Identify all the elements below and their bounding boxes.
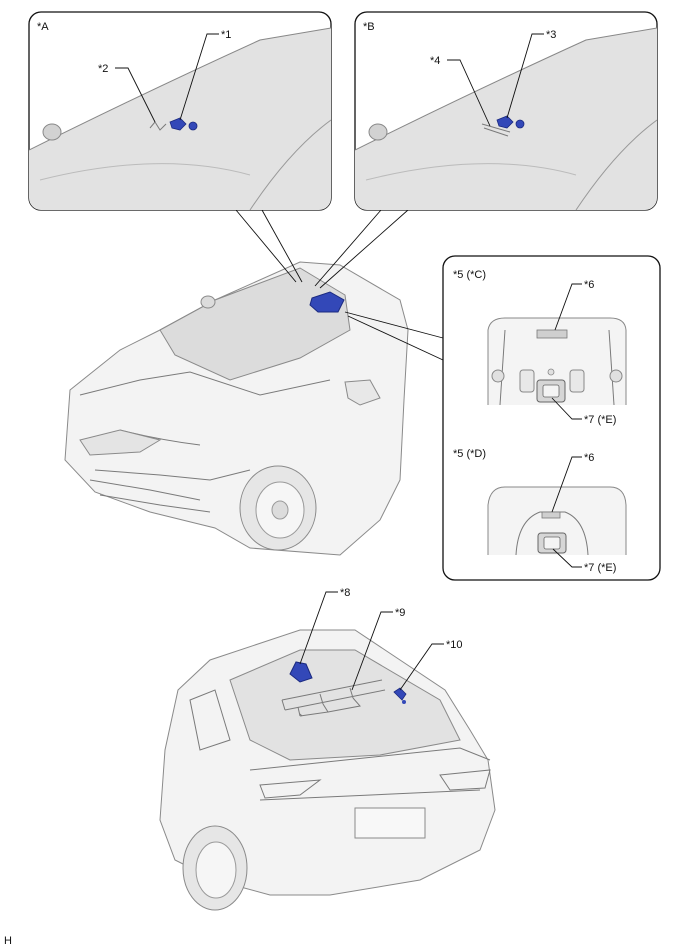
front-vehicle-illustration <box>64 261 409 556</box>
callout-7-top: *7 (*E) <box>584 414 616 426</box>
rain-sensor-highlight <box>309 291 345 313</box>
windshield <box>159 267 351 381</box>
headlight <box>79 429 162 456</box>
callout-6-top: *6 <box>584 279 594 291</box>
rear-vehicle-illustration <box>159 629 496 911</box>
inset-a-pointer-right <box>235 209 297 283</box>
callout-1: *1 <box>221 29 231 41</box>
inset-b-pointer-left <box>314 209 382 287</box>
rear-window <box>229 649 461 761</box>
inset-a: *A *1 *2 <box>28 11 332 211</box>
callout-2: *2 <box>98 63 108 75</box>
inset-a-pointer-left <box>261 209 303 283</box>
callout-7-bottom: *7 (*E) <box>584 562 616 574</box>
roof-antenna-highlight <box>289 661 313 683</box>
inset-a-label: *A <box>37 21 49 33</box>
overhead-console-panel: *5 (*C) *6 *7 (*E) *5 (*D) *6 *7 (*E) <box>442 255 661 581</box>
callout-5d: *5 (*D) <box>453 448 486 460</box>
sensor-unit-c <box>536 329 568 339</box>
callout-8-leader <box>299 591 338 665</box>
figure-code: H <box>4 935 12 947</box>
license-plate <box>354 807 426 839</box>
sensor-unit-d <box>541 511 561 519</box>
callout-3: *3 <box>546 29 556 41</box>
callout-4: *4 <box>430 55 440 67</box>
callout-9: *9 <box>395 607 405 619</box>
inset-b: *B *3 *4 <box>354 11 658 211</box>
callout-5c: *5 (*C) <box>453 269 486 281</box>
inset-b-label: *B <box>363 21 375 33</box>
panel-pointer-top <box>344 311 444 339</box>
callout-6-bottom: *6 <box>584 452 594 464</box>
callout-9-leader <box>351 611 393 691</box>
side-mirror <box>344 379 381 406</box>
panel-pointer-bottom <box>347 315 444 361</box>
rear-sensor-highlight <box>393 687 407 701</box>
inset-b-pointer-right <box>319 209 409 289</box>
callout-10-leader <box>399 643 444 691</box>
callout-8: *8 <box>340 587 350 599</box>
callout-10: *10 <box>446 639 463 651</box>
